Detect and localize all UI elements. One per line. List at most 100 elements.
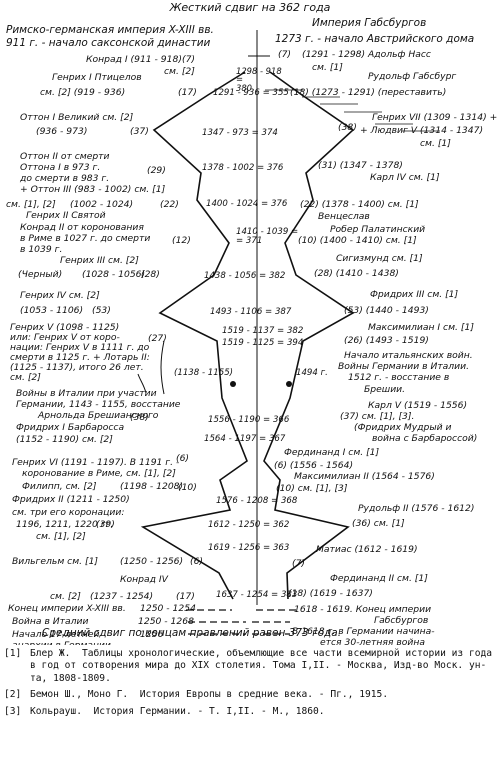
left-labels-text: 1196, 1211, 1220 гг.	[16, 519, 113, 530]
left-header-line-1: Римско-германская империя X-XIII вв.	[6, 24, 214, 36]
left-labels-text: Генрих I Птицелов	[52, 72, 142, 83]
right-labels-text: (1291 - 1298) Адольф Насс	[302, 49, 431, 60]
center-difference-text: 1438 - 1056 = 382	[204, 271, 285, 281]
left-header-line-2: 911 г. - начало саксонской династии	[6, 37, 211, 49]
brace-curve	[160, 340, 165, 395]
right-header-line-1: Империя Габсбургов	[312, 17, 426, 29]
reference-item: [2] Бемон Ш., Моно Г. История Европы в с…	[4, 689, 495, 701]
left-labels-text: (1250 - 1256)	[120, 556, 183, 567]
right-labels-text: Венцеслав	[318, 211, 370, 222]
right-labels-text: Брешии.	[364, 384, 405, 395]
center-difference-text: 1347 - 973 = 374	[202, 128, 278, 138]
right-labels-text: Фердинанд II см. [1]	[330, 573, 428, 584]
left-labels-text: в 1039 г.	[20, 244, 62, 255]
center-difference-text: 1637 - 1254 = 383	[216, 590, 297, 600]
center-difference-text: 1619 - 1256 = 363	[208, 543, 289, 553]
right-zigzag-line	[263, 71, 355, 600]
footer-note: Средний сдвиг по концам правлений равен …	[42, 627, 341, 639]
left-labels-text: (17)	[178, 87, 197, 98]
left-labels-text: см. [1], [2]	[36, 531, 86, 542]
left-labels-text: Фридрих II (1211 - 1250)	[12, 494, 130, 505]
left-labels-text: + Оттон III (983 - 1002) см. [1]	[20, 184, 166, 195]
marker-dot	[230, 381, 236, 387]
reference-text: Блер Ж. Таблицы хронологические, объемлю…	[30, 648, 498, 684]
left-labels-text: (27)	[148, 333, 167, 344]
left-labels-text: (6)	[190, 556, 203, 567]
left-labels-text: см. [2]	[10, 372, 41, 383]
center-difference-text: 1519 - 1125 = 394	[222, 338, 303, 348]
left-labels-text: 1250 - 1268	[138, 616, 194, 627]
left-labels-text: в Риме в 1027 г. до смерти	[20, 233, 150, 244]
left-labels-text: нации: Генрих V в 1111 г. до	[10, 342, 150, 353]
left-labels-text: Начало 17-летней	[12, 629, 100, 640]
left-labels-text: см. три его коронации:	[12, 507, 124, 518]
left-labels-text: см. [2]	[164, 66, 195, 77]
center-difference-text: 1556 - 1190 = 366	[208, 415, 290, 425]
right-labels-text: 1512 г. - восстание в	[348, 372, 449, 383]
left-labels-text: Генрих VI (1191 - 1197). В 1191 г. -	[12, 457, 179, 468]
left-labels-text: (1237 - 1254)	[90, 591, 153, 602]
center-difference-text: 380	[236, 83, 252, 93]
left-labels-text: (22)	[160, 199, 179, 210]
left-labels-text: 1256	[140, 629, 164, 640]
right-labels-text: (10) (1400 - 1410) см. [1]	[298, 235, 417, 246]
right-labels-text: Генрих VII (1309 - 1314) +	[372, 112, 497, 123]
left-labels-text: анархии в Германии	[12, 640, 111, 645]
left-labels-text: Оттон II от смерти	[20, 151, 110, 162]
references: [1] Блер Ж. Таблицы хронологические, объ…	[4, 648, 495, 722]
left-labels-text: смерти в 1125 г. + Лотарь II:	[10, 352, 150, 363]
right-labels-text: см. [1]	[312, 62, 343, 73]
right-labels-text: Максимилиан II (1564 - 1576)	[294, 471, 435, 482]
left-labels-text: (936 - 973)	[36, 126, 87, 137]
right-labels-text: Фердинанд I см. [1]	[284, 447, 380, 458]
right-labels-text: ется 30-летняя война	[320, 637, 425, 645]
left-labels-text: Конец империи X-XIII вв.	[8, 603, 126, 614]
center-difference-text: 1400 - 1024 = 376	[206, 199, 288, 209]
center-difference-text: 1576 - 1208 = 368	[216, 496, 298, 506]
center-difference-text: 1291 - 936 = 355	[213, 88, 289, 98]
left-labels-text: Генрих IV см. [2]	[20, 290, 100, 301]
center-difference-text: 1378 - 1002 = 376	[202, 163, 284, 173]
diagram-lines	[137, 30, 440, 635]
left-labels-text: или: Генрих V от коро-	[10, 332, 120, 343]
left-labels-text: (1053 - 1106)	[20, 305, 83, 316]
left-labels-text: (1028 - 1056)	[82, 269, 145, 280]
right-labels-text: (6) (1556 - 1564)	[274, 460, 353, 471]
left-labels-text: (38)	[130, 412, 149, 423]
left-labels-text: (10)	[178, 482, 197, 493]
left-labels-text: (7)	[182, 54, 195, 65]
left-labels-text: (6)	[176, 453, 189, 464]
right-labels-text: Рудольф II (1576 - 1612)	[358, 503, 474, 514]
left-labels-text: (17)	[176, 591, 195, 602]
left-labels-text: Германии, 1143 - 1155, восстание	[16, 399, 181, 410]
left-labels-text: см. [2] (919 - 936)	[40, 87, 125, 98]
right-labels-text: Фридрих III см. [1]	[370, 289, 459, 300]
left-labels-text: Конрад II от коронования	[20, 222, 144, 233]
left-labels-text: Оттон I Великий см. [2]	[20, 112, 134, 123]
right-labels-text: (36) см. [1]	[352, 518, 405, 529]
right-labels-text: (Фридрих Мудрый и	[354, 422, 452, 433]
right-labels-text: Карл V (1519 - 1556)	[368, 400, 467, 411]
left-labels-text: (39)	[96, 519, 115, 530]
right-labels-text: 1618 - 1619. Конец империи	[294, 604, 431, 615]
right-labels-text: (38)	[338, 122, 357, 133]
right-labels-text: Максимилиан I см. [1]	[368, 322, 474, 333]
right-labels-text: Габсбургов	[374, 615, 428, 626]
left-labels-text: 1250 - 1254	[140, 603, 196, 614]
left-labels-text: (28)	[141, 269, 160, 280]
left-labels-text: до смерти в 983 г.	[19, 173, 109, 184]
left-labels-text: Оттона I в 973 г.	[20, 162, 100, 173]
center-difference-text: 1564 - 1197 = 367	[204, 434, 286, 444]
right-labels-text: Робер Палатинский	[330, 224, 425, 235]
left-labels-text: (53)	[92, 305, 111, 316]
diagram-dots	[230, 381, 292, 387]
left-labels-text: Филипп, см. [2]	[22, 481, 97, 492]
center-difference-text: 1612 - 1250 = 362	[208, 520, 289, 530]
left-labels-text: Генрих V (1098 - 1125)	[10, 322, 119, 333]
left-zigzag-line	[140, 71, 248, 600]
right-labels-text: (7)	[278, 49, 291, 60]
left-labels-text: Война в Италии	[12, 616, 88, 627]
left-labels-text: (37)	[130, 126, 149, 137]
right-labels-text: Войны Германии в Италии.	[338, 361, 469, 372]
left-labels-text: см. [1], [2]	[6, 199, 56, 210]
